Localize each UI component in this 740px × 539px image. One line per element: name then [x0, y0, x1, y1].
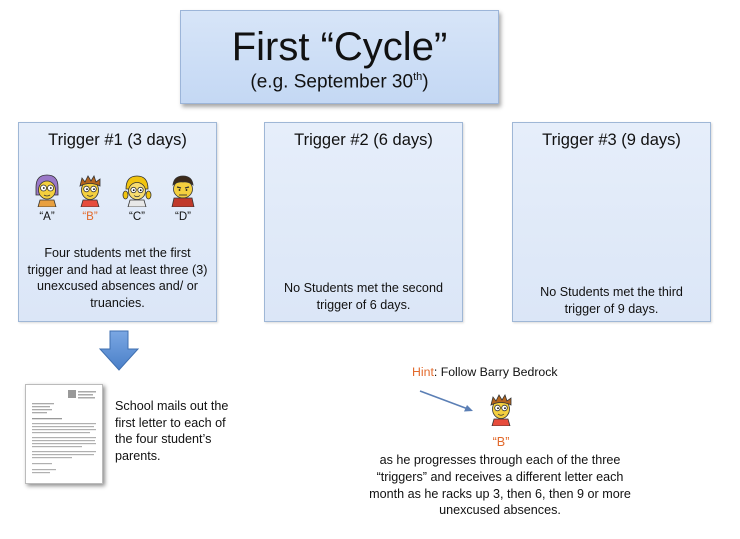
progress-description: as he progresses through each of the thr…: [369, 453, 631, 518]
student-a-icon: [35, 174, 59, 207]
student-d: “D”: [163, 173, 203, 223]
page-title: First “Cycle”: [231, 25, 448, 69]
trigger-box-3: Trigger #3 (9 days) No Students met the …: [512, 122, 711, 322]
student-b-icon: [79, 175, 101, 207]
student-a: “A”: [27, 173, 67, 223]
letter-document: [25, 384, 103, 484]
student-d-icon: [171, 175, 195, 207]
student-b: “B”: [70, 173, 110, 223]
trigger-description: No Students met the second trigger of 6 …: [284, 281, 443, 312]
trigger-heading: Trigger #2 (6 days): [294, 131, 433, 149]
trigger-box-2: Trigger #2 (6 days) No Students met the …: [264, 122, 463, 322]
student-label: “C”: [129, 211, 145, 223]
hint-line: Hint: Follow Barry Bedrock: [412, 365, 558, 379]
subtitle-text: (e.g. September 30: [250, 71, 414, 93]
student-c: “C”: [117, 173, 157, 223]
trigger-heading: Trigger #3 (9 days): [542, 131, 681, 149]
mail-description: School mails out the first letter to eac…: [115, 399, 229, 463]
subtitle-close: ): [422, 71, 429, 93]
trigger-description: No Students met the third trigger of 9 d…: [540, 285, 683, 316]
student-label: “A”: [39, 211, 55, 223]
arrow-down-icon: [98, 330, 140, 371]
student-label: “D”: [175, 211, 191, 223]
subtitle-ordinal: th: [413, 71, 423, 83]
hint-keyword: Hint: [412, 365, 434, 379]
barry-icon: [490, 394, 512, 427]
student-label: “B”: [82, 211, 98, 223]
title-box: First “Cycle” (e.g. September 30th): [180, 10, 499, 104]
trigger-description: Four students met the first trigger and …: [27, 246, 208, 310]
student-c-icon: [122, 175, 152, 207]
hint-arrow-icon: [419, 390, 473, 412]
barry-bedrock: “B”: [481, 392, 521, 449]
barry-label: “B”: [492, 435, 510, 449]
trigger-heading: Trigger #1 (3 days): [48, 131, 187, 149]
hint-text: : Follow Barry Bedrock: [433, 365, 558, 379]
letter-text-lines: [32, 390, 96, 474]
trigger-box-1: Trigger #1 (3 days) “A”: [18, 122, 217, 322]
title-subtitle: (e.g. September 30th): [181, 71, 498, 93]
